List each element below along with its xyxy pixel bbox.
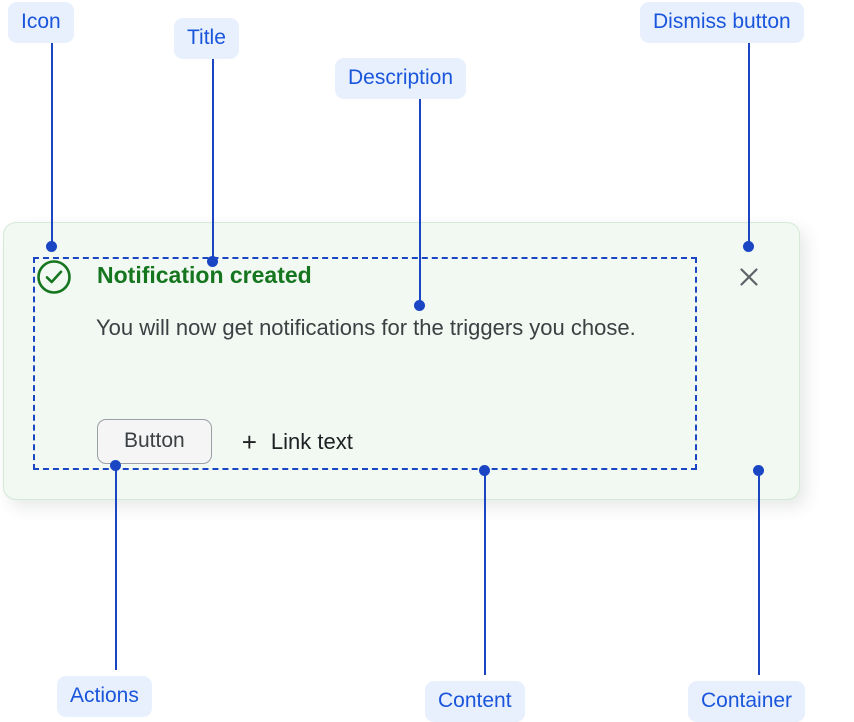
- connector-dot-actions: [110, 460, 121, 471]
- annotation-label-dismiss: Dismiss button: [640, 2, 804, 43]
- connector-line-content: [484, 475, 486, 675]
- connector-line-container: [758, 475, 760, 675]
- connector-dot-content: [479, 465, 490, 476]
- annotation-label-title: Title: [174, 18, 239, 59]
- connector-dot-desc: [414, 300, 425, 311]
- annotation-label-content: Content: [425, 681, 525, 722]
- annotation-label-container: Container: [688, 681, 806, 722]
- notification-actions: Button + Link text: [97, 419, 353, 464]
- notification-container: Notification created You will now get no…: [3, 222, 800, 500]
- action-link-label: Link text: [270, 428, 353, 454]
- connector-line-dismiss: [748, 40, 750, 246]
- connector-line-desc: [419, 97, 421, 305]
- dismiss-button[interactable]: [733, 261, 765, 293]
- annotation-label-desc: Description: [335, 58, 467, 99]
- connector-line-actions: [115, 470, 117, 670]
- connector-dot-icon: [46, 241, 57, 252]
- connector-line-icon: [51, 40, 53, 246]
- connector-dot-container: [753, 465, 764, 476]
- annotation-label-icon: Icon: [8, 2, 74, 43]
- connector-dot-dismiss: [743, 241, 754, 252]
- close-icon: [740, 268, 758, 286]
- check-circle-icon: [36, 259, 72, 295]
- action-button[interactable]: Button: [97, 419, 212, 464]
- notification-description: You will now get notifications for the t…: [96, 315, 636, 340]
- annotation-label-actions: Actions: [57, 676, 152, 717]
- plus-icon: +: [241, 426, 257, 457]
- notification-title: Notification created: [97, 262, 312, 288]
- connector-dot-title: [207, 256, 218, 267]
- action-link[interactable]: + Link text: [242, 429, 353, 455]
- connector-line-title: [212, 57, 214, 261]
